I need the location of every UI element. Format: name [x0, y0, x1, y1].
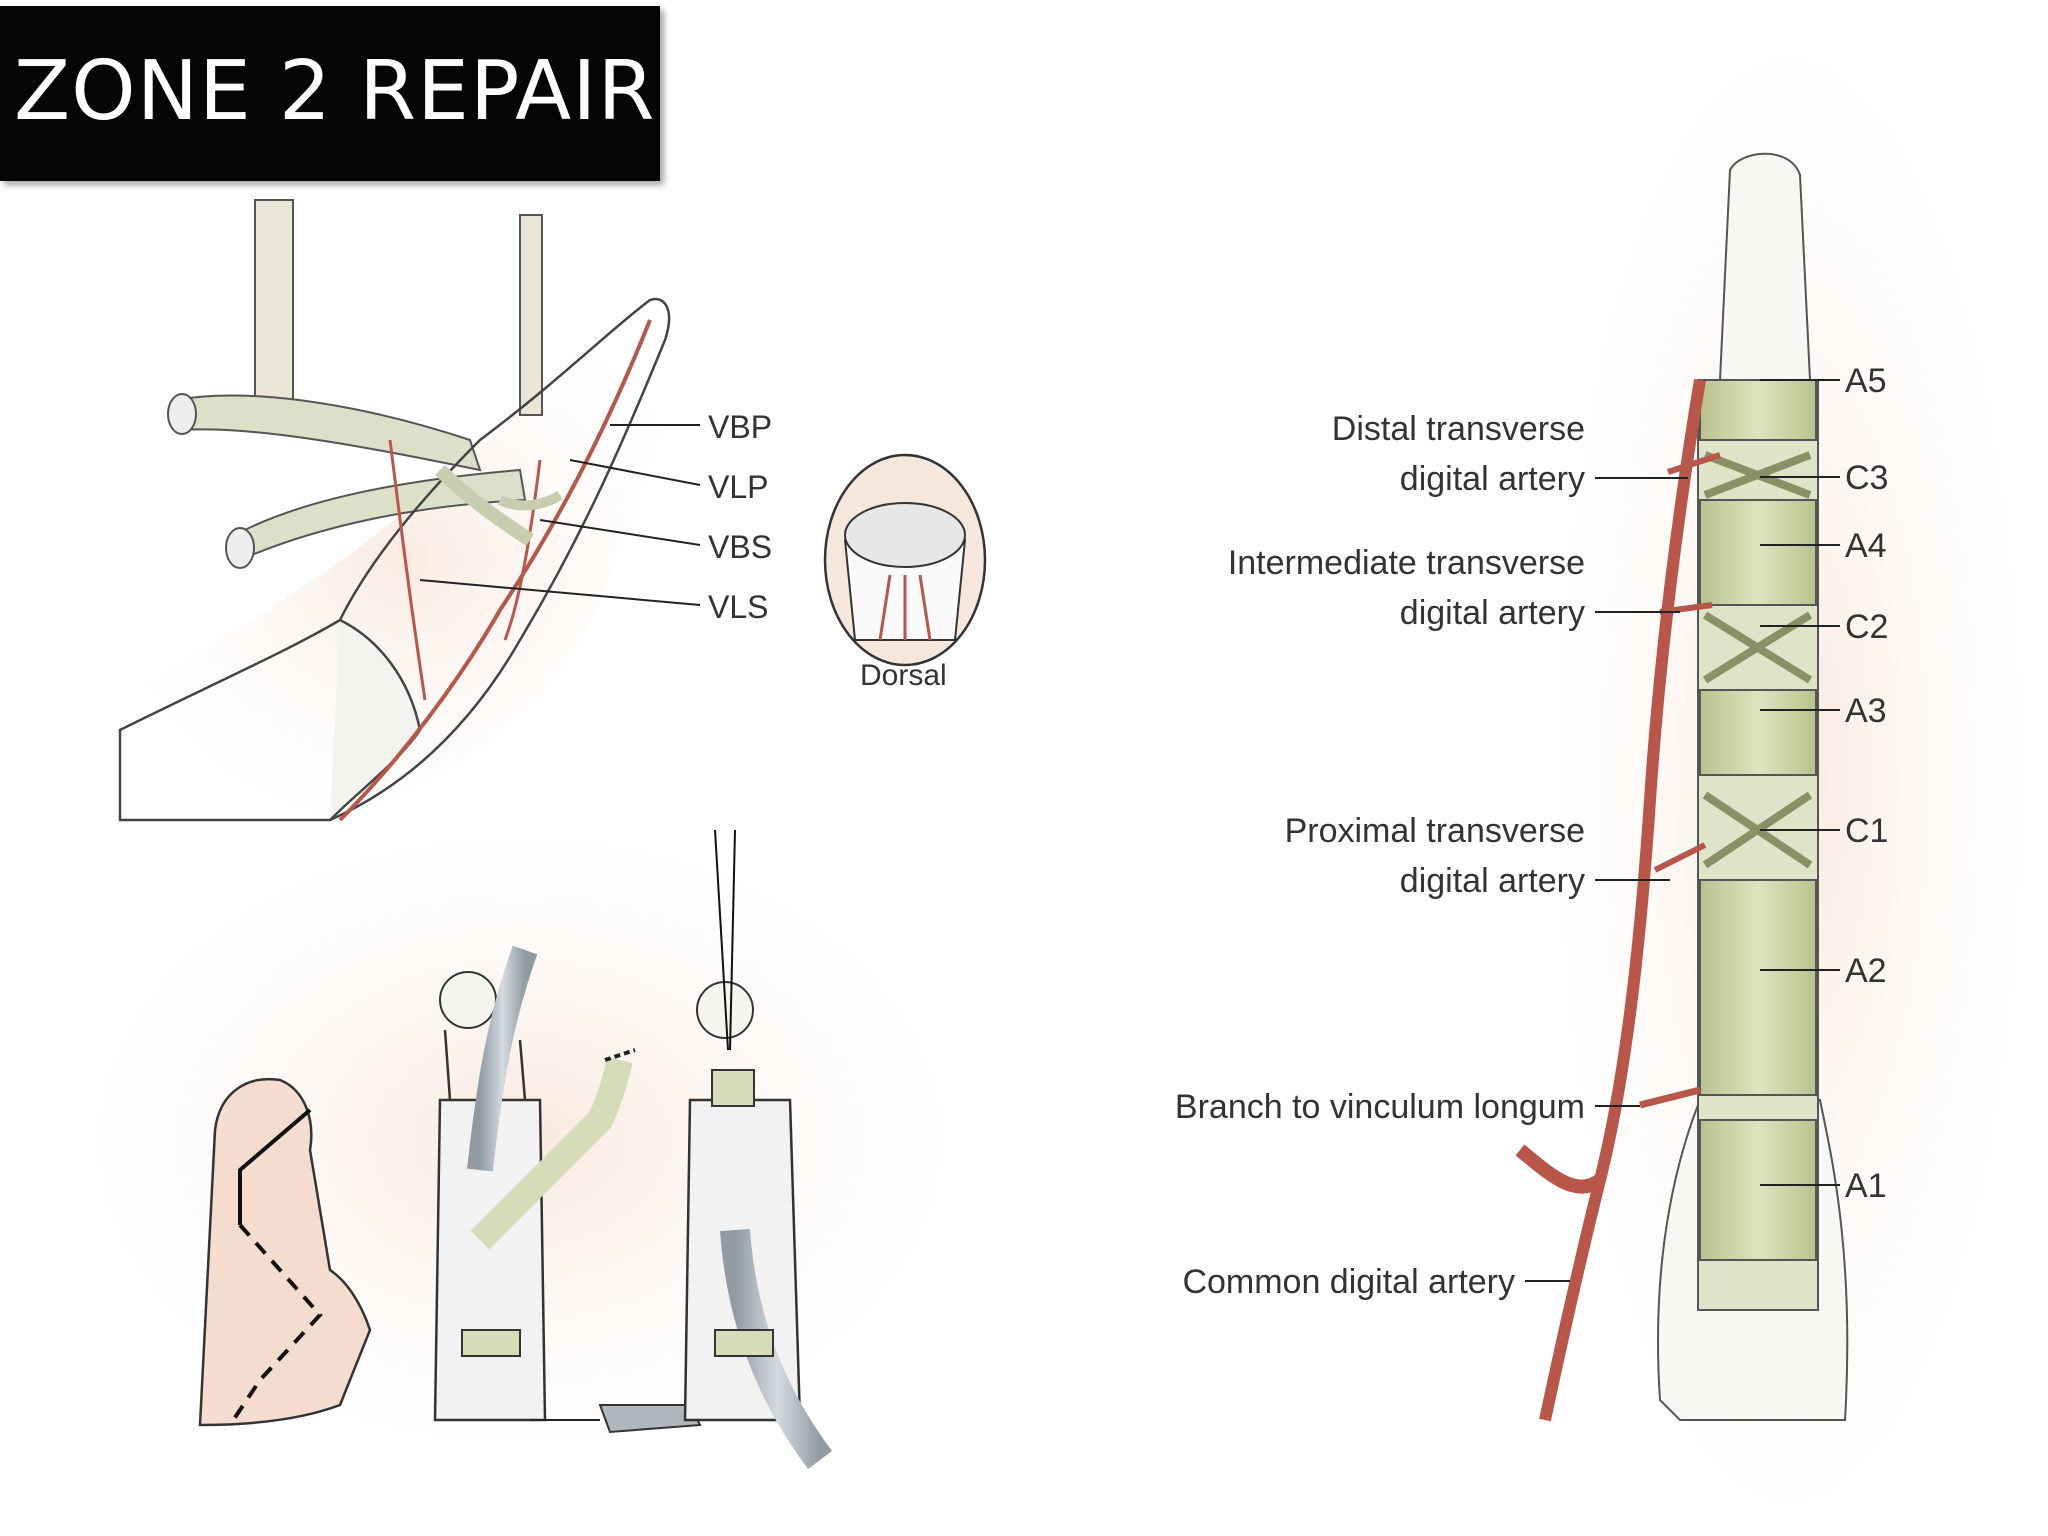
label-a5: A5 — [1845, 362, 1887, 400]
label-a4: A4 — [1845, 527, 1887, 565]
label-c1: C1 — [1845, 812, 1888, 850]
label-intermediate-transverse-1: Intermediate transverse — [1228, 544, 1585, 582]
title-banner: ZONE 2 REPAIR — [0, 6, 660, 181]
label-c2: C2 — [1845, 608, 1888, 646]
label-proximal-transverse-2: digital artery — [1400, 862, 1585, 900]
label-intermediate-transverse-2: digital artery — [1400, 594, 1585, 632]
label-vlp: VLP — [708, 469, 768, 505]
label-a2: A2 — [1845, 952, 1887, 990]
vincula-diagram — [118, 199, 701, 822]
label-branch-vinculum-longum: Branch to vinculum longum — [1175, 1088, 1585, 1126]
label-proximal-transverse-1: Proximal transverse — [1285, 812, 1585, 850]
label-a3: A3 — [1845, 692, 1887, 730]
label-vbp: VBP — [708, 409, 772, 445]
label-vls: VLS — [708, 589, 768, 625]
label-vbs: VBS — [708, 529, 772, 565]
slide-title: ZONE 2 REPAIR — [14, 44, 656, 139]
repair-sequence — [100, 829, 940, 1469]
label-dorsal: Dorsal — [860, 659, 947, 692]
label-common-digital-artery: Common digital artery — [1182, 1263, 1515, 1301]
label-c3: C3 — [1845, 459, 1888, 497]
label-a1: A1 — [1845, 1167, 1887, 1205]
dorsal-inset — [823, 453, 987, 667]
label-distal-transverse-2: digital artery — [1400, 460, 1585, 498]
label-distal-transverse-1: Distal transverse — [1332, 410, 1585, 448]
pulley-diagram — [1515, 60, 2020, 1500]
